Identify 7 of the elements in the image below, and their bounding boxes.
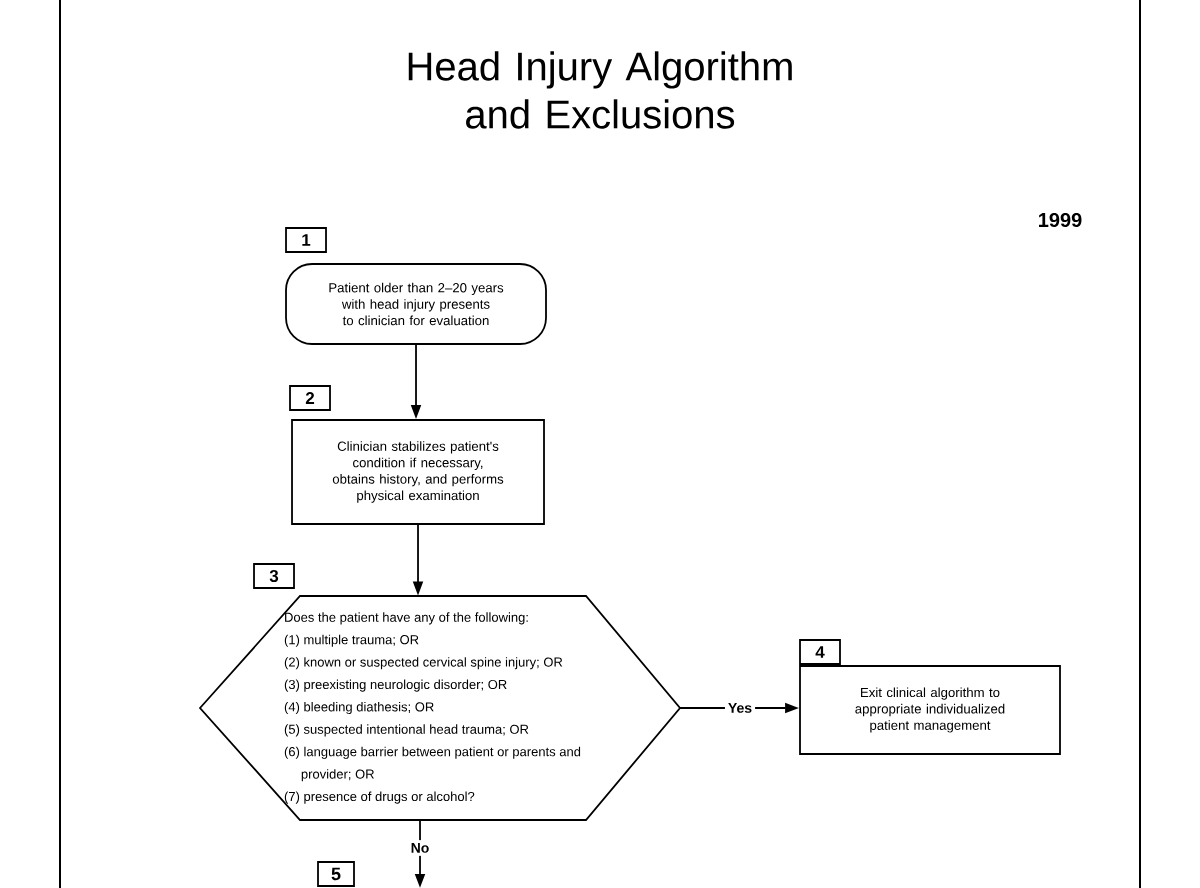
step-number: 3 — [253, 563, 295, 589]
step-number: 2 — [289, 385, 331, 411]
step-number: 5 — [317, 861, 355, 887]
title: Head Injury Algorithm and Exclusions — [408, 51, 792, 129]
year-label: 1999 — [1039, 212, 1082, 228]
step-number: 1 — [285, 227, 327, 253]
step-number: 4 — [799, 639, 841, 665]
